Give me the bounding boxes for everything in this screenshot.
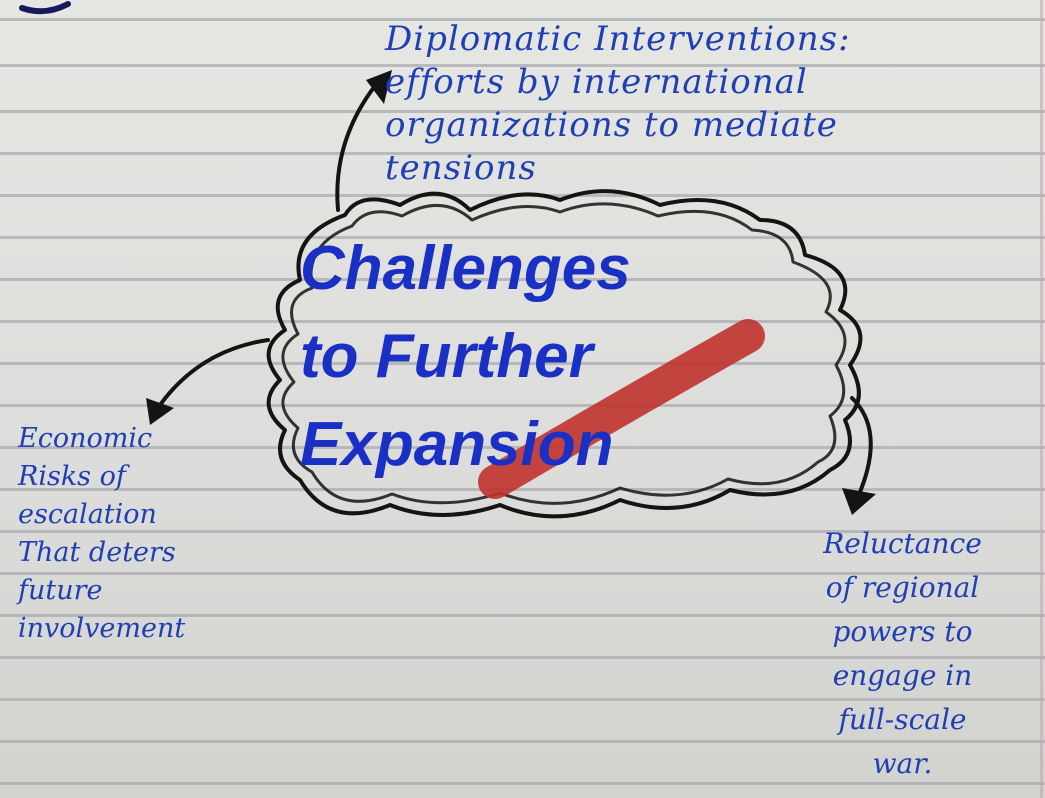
ruled-line xyxy=(0,782,1045,785)
ruled-line xyxy=(0,572,1045,575)
ruled-line xyxy=(0,18,1045,21)
ruled-line xyxy=(0,110,1045,113)
ruled-line xyxy=(0,488,1045,491)
arrow-to-top-note xyxy=(335,80,380,212)
ruled-line xyxy=(0,656,1045,659)
arrowhead-right xyxy=(842,488,876,515)
central-topic-title: Challenges to Further Expansion xyxy=(300,234,631,479)
ruled-line xyxy=(0,236,1045,239)
ruled-line xyxy=(0,614,1045,617)
ruled-line xyxy=(0,362,1045,365)
branch-note-economic-risks: Economic Risks of escalation That deters… xyxy=(18,423,186,644)
ruled-line xyxy=(0,64,1045,67)
cloud-outline xyxy=(266,189,863,519)
ruled-line xyxy=(0,530,1045,533)
ruled-line xyxy=(0,320,1045,323)
ruled-line xyxy=(0,698,1045,701)
branch-note-diplomatic-interventions: Diplomatic Interventions: efforts by int… xyxy=(385,19,851,188)
arrow-to-right-note xyxy=(850,396,873,494)
red-highlighter-stroke xyxy=(478,319,765,499)
arrowhead-left xyxy=(146,398,174,425)
cloud-outline-inner xyxy=(281,202,847,505)
corner-ink-mark xyxy=(19,1,71,15)
ruled-line xyxy=(0,278,1045,281)
margin-line xyxy=(1040,0,1043,798)
ruled-line xyxy=(0,740,1045,743)
ruled-line xyxy=(0,404,1045,407)
ruled-line xyxy=(0,152,1045,155)
branch-note-regional-reluctance: Reluctance of regional powers to engage … xyxy=(823,527,982,780)
arrow-to-left-note xyxy=(158,338,270,407)
arrowhead-top xyxy=(366,70,392,104)
